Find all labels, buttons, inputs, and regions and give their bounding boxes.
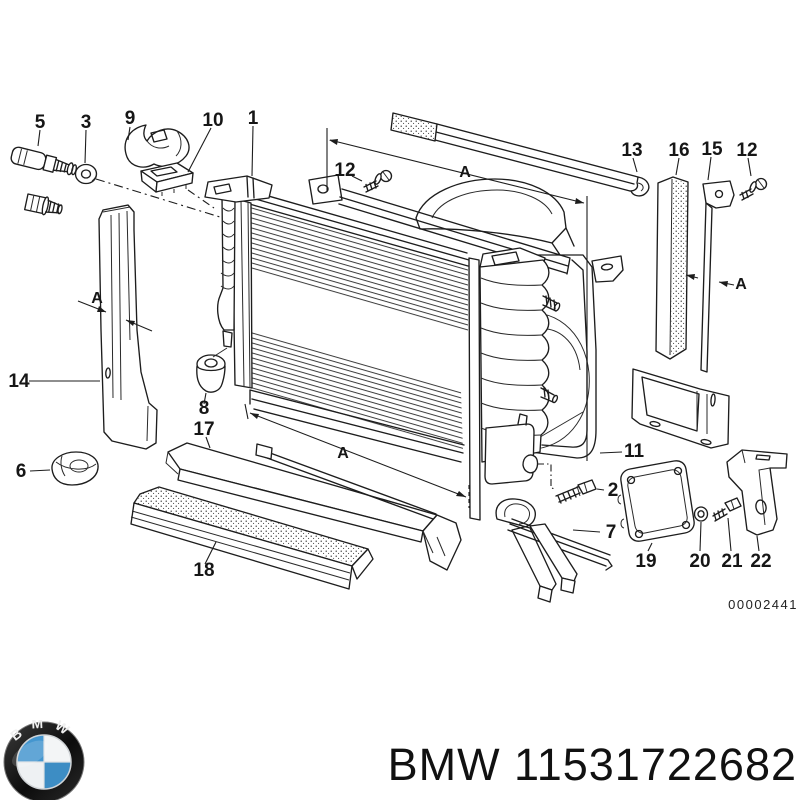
callout-17[interactable]: 17 <box>193 419 214 440</box>
callout-12-left[interactable]: 12 <box>334 160 355 181</box>
bmw-roundel-quadrants <box>12 734 72 790</box>
lower-tank-boss <box>522 454 539 474</box>
part-19-control-module-drawing <box>617 460 695 542</box>
radiator-lower-pin <box>222 330 233 348</box>
part-3-sealing-washer-drawing <box>74 163 98 185</box>
callout-10[interactable]: 10 <box>202 110 223 131</box>
callout-21[interactable]: 21 <box>721 551 743 572</box>
dimension-label-a-right: A <box>735 276 747 293</box>
callout-16[interactable]: 16 <box>668 140 689 161</box>
part-21-bolt-drawing <box>712 497 742 522</box>
dimension-label-a-bottom: A <box>337 445 349 462</box>
part-5-coolant-temp-sensor-drawing <box>10 146 78 176</box>
callout-2[interactable]: 2 <box>608 480 619 501</box>
dimension-label-a-top: A <box>459 164 471 181</box>
part-13-upper-rail-drawing <box>390 112 650 197</box>
callout-9[interactable]: 9 <box>125 108 136 129</box>
part-12-screw-left-drawing <box>363 169 393 193</box>
radiator-fins-lower <box>249 330 463 450</box>
dimension-a-right <box>685 274 735 287</box>
radiator-fins-upper <box>247 204 468 333</box>
callout-18[interactable]: 18 <box>193 560 214 581</box>
callout-5[interactable]: 5 <box>35 112 46 133</box>
part-22-mounting-bracket-drawing <box>726 449 788 536</box>
upper-mounting-rail-drawing <box>308 174 571 275</box>
radiator-lower-tank <box>484 423 535 485</box>
tank-hose-nipple-lower <box>540 387 559 404</box>
callout-13[interactable]: 13 <box>621 140 642 161</box>
callout-15[interactable]: 15 <box>701 139 723 160</box>
part-14-side-bracket-left-drawing <box>98 204 158 450</box>
callout-22[interactable]: 22 <box>750 551 771 572</box>
callout-19[interactable]: 19 <box>635 551 656 572</box>
callout-6[interactable]: 6 <box>16 461 27 482</box>
dimension-a-bottom <box>244 403 470 508</box>
leader-lines <box>29 125 760 565</box>
part-20-washer-drawing <box>693 506 709 522</box>
callout-3[interactable]: 3 <box>81 112 92 133</box>
part-17-lower-cover-panel-drawing <box>165 442 462 571</box>
part-16-foam-seal-strip-drawing <box>655 176 689 360</box>
bmw-logo: BMW <box>3 720 85 800</box>
callout-20[interactable]: 20 <box>689 551 710 572</box>
fan-opening-arc <box>516 312 590 450</box>
callout-14[interactable]: 14 <box>8 371 30 392</box>
part-8-rubber-grommet-drawing <box>196 347 228 393</box>
part-7-support-bracket-drawing <box>495 498 613 603</box>
dimension-label-a-left: A <box>91 290 103 307</box>
part-10-mount-pad-drawing <box>140 162 194 196</box>
part-1-radiator-drawing <box>204 175 561 521</box>
drawing-number: 00002441 <box>728 597 798 612</box>
part-9-retaining-clip-drawing <box>124 124 190 168</box>
part-12-screw-right-drawing <box>739 177 768 201</box>
screw-2-axis-line <box>537 463 557 490</box>
callout-8[interactable]: 8 <box>199 398 210 419</box>
dimension-a-left <box>77 300 153 332</box>
callout-7[interactable]: 7 <box>606 522 617 543</box>
callout-1[interactable]: 1 <box>248 108 259 129</box>
part-number: BMW 11531722682 <box>387 739 797 790</box>
exploded-parts-diagram: 5 3 9 10 1 12 13 16 15 12 14 6 8 17 18 1… <box>8 108 798 612</box>
part-2-screw-drawing <box>555 479 597 504</box>
part-4-drain-plug-drawing <box>23 193 63 216</box>
part-18-lower-seal-panel-drawing <box>130 486 374 590</box>
assembly-axis-line-2 <box>187 189 215 209</box>
assembly-axis-line <box>95 178 221 218</box>
tank-hose-nipple-upper <box>542 295 561 312</box>
part-6-clip-cap-drawing <box>51 451 99 486</box>
radiator-top-bracket <box>204 175 273 203</box>
dimension-a-top <box>326 128 588 461</box>
callout-11[interactable]: 11 <box>624 441 645 462</box>
callout-12-right[interactable]: 12 <box>736 140 757 161</box>
part-15-side-bracket-right-drawing <box>631 180 735 449</box>
shroud-mount-tab <box>591 255 624 283</box>
